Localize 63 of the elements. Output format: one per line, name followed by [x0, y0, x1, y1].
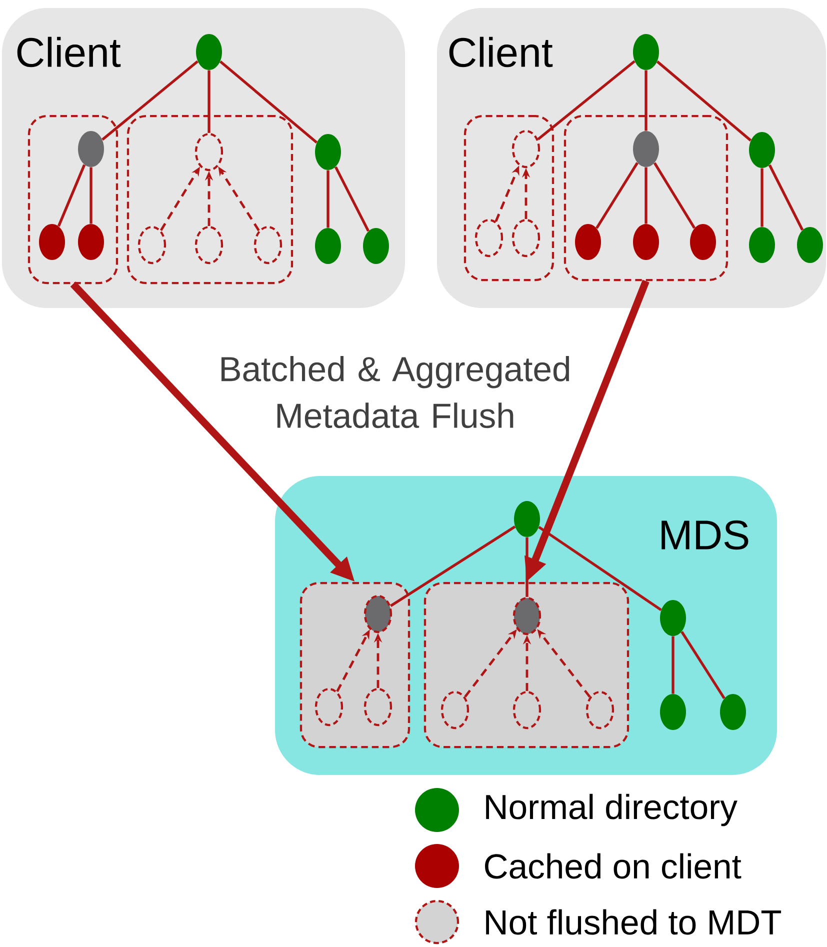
- tree-edge: [90, 167, 92, 224]
- tree-edge: [596, 162, 638, 229]
- tree-edge: [656, 60, 752, 142]
- dashed-group-box: [126, 114, 294, 284]
- tree-edge: [334, 166, 370, 232]
- dashed-group-box: [28, 114, 118, 284]
- directory-node: [660, 694, 686, 730]
- tree-edge: [644, 70, 648, 131]
- directory-node: [39, 224, 65, 260]
- tree-edge: [760, 168, 764, 227]
- directory-node: [797, 227, 823, 263]
- directory-node: [78, 131, 104, 167]
- directory-node: [315, 134, 341, 170]
- directory-node: [138, 226, 166, 264]
- tree-edge: [680, 631, 726, 699]
- directory-node: [194, 132, 224, 172]
- directory-node: [512, 218, 540, 258]
- tree-edge: [644, 167, 648, 224]
- flush-label: Batched & Aggregated Metadata Flush: [222, 356, 570, 428]
- tree-edge: [768, 164, 804, 231]
- client-panel: Client: [2, 8, 405, 308]
- directory-node: [474, 218, 504, 258]
- directory-node: [440, 690, 470, 730]
- tree-edge: [538, 526, 662, 612]
- tree-edge: [526, 537, 528, 597]
- dashed-group-box: [424, 582, 630, 748]
- legend-text: Cached on client: [485, 853, 742, 879]
- directory-node: [254, 226, 282, 264]
- tree-edge: [390, 526, 516, 608]
- tree-edge: [326, 170, 330, 228]
- tree-edge: [208, 70, 210, 133]
- legend-text: Normal directory: [486, 794, 738, 826]
- dashed-group-box: [464, 114, 554, 282]
- directory-node: [78, 224, 104, 260]
- tree-edge: [672, 636, 674, 694]
- directory-node: [586, 690, 614, 730]
- directory-node: [749, 132, 775, 168]
- dashed-group-box: [564, 114, 728, 282]
- client-panel: Client: [437, 8, 826, 308]
- directory-node: [364, 688, 392, 726]
- directory-node: [314, 688, 344, 726]
- directory-node: [194, 226, 224, 264]
- directory-node: [514, 501, 540, 537]
- directory-node: [690, 224, 716, 260]
- directory-node: [660, 600, 686, 636]
- directory-node: [720, 694, 746, 730]
- directory-node: [315, 228, 341, 264]
- legend-text: Not flushed to MDT: [486, 909, 782, 935]
- directory-node: [364, 594, 392, 634]
- directory-node: [512, 690, 542, 730]
- directory-node: [512, 596, 542, 636]
- directory-node: [575, 224, 601, 260]
- dashed-group-box: [300, 582, 410, 748]
- directory-node: [633, 131, 659, 167]
- tree-edge: [653, 162, 696, 229]
- directory-node: [633, 224, 659, 260]
- directory-node: [512, 130, 540, 168]
- directory-node: [749, 227, 775, 263]
- tree-edge: [57, 164, 86, 227]
- tree-edge: [219, 60, 318, 144]
- directory-node: [363, 228, 389, 264]
- directory-node: [633, 34, 659, 70]
- directory-node: [196, 34, 222, 70]
